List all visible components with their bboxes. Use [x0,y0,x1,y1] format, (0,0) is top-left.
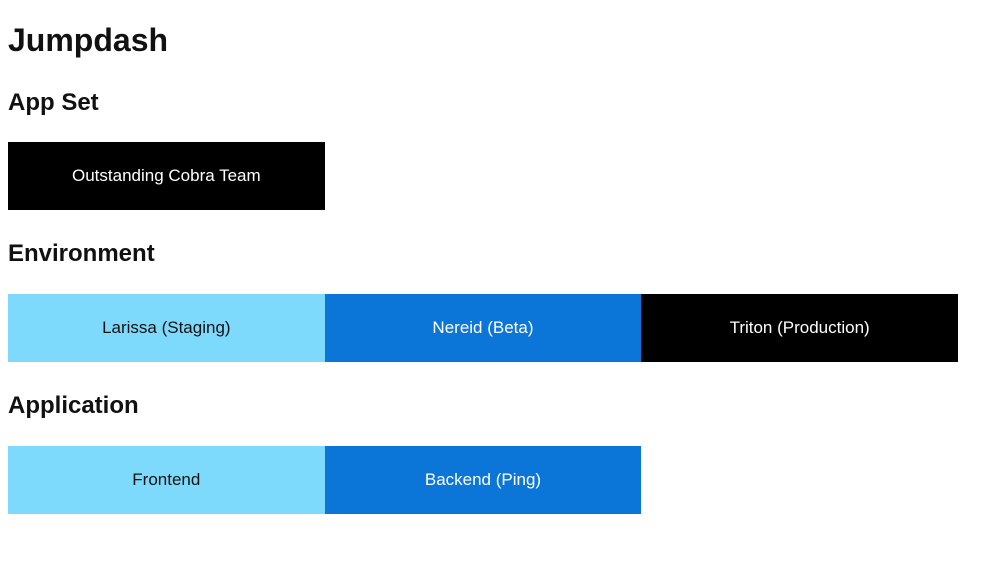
application-button-backend-ping[interactable]: Backend (Ping) [324,445,642,514]
section-heading-app-set: App Set [8,88,99,116]
section-heading-application: Application [8,391,139,419]
section-heading-environment: Environment [8,240,155,268]
application-button-row: Frontend Backend (Ping) [8,445,983,514]
page-title: Jumpdash [8,22,169,58]
environment-button-nereid-beta[interactable]: Nereid (Beta) [324,293,642,362]
app-set-button-row: Outstanding Cobra Team [8,142,983,211]
environment-button-row: Larissa (Staging) Nereid (Beta) Triton (… [8,293,983,362]
section-environment: Environment Larissa (Staging) Nereid (Be… [8,240,983,362]
app-set-button-outstanding-cobra-team[interactable]: Outstanding Cobra Team [8,142,325,211]
section-application: Application Frontend Backend (Ping) [8,392,983,514]
application-button-frontend[interactable]: Frontend [8,445,325,514]
environment-button-triton-production[interactable]: Triton (Production) [641,293,958,362]
section-app-set: App Set Outstanding Cobra Team [8,89,983,211]
environment-button-larissa-staging[interactable]: Larissa (Staging) [8,293,325,362]
